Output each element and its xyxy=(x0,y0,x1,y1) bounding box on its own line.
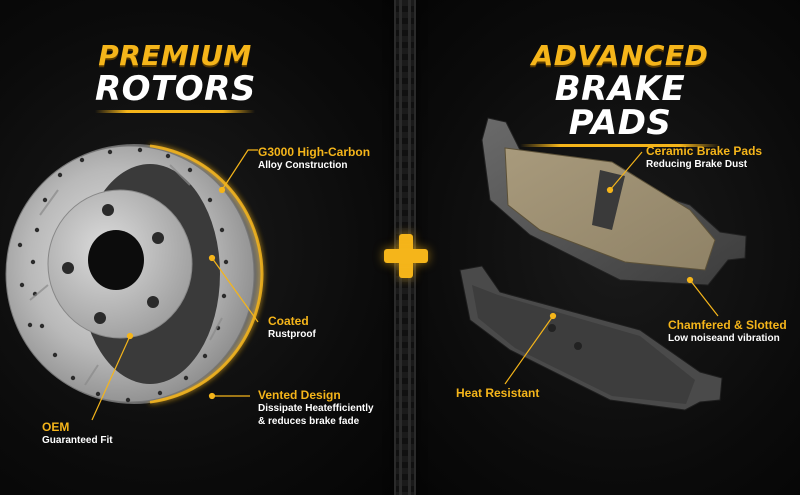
callout-subtitle: Rustproof xyxy=(268,329,316,340)
plus-icon xyxy=(384,234,428,278)
brake-pad-top xyxy=(481,117,747,286)
advanced-brake-pads-heading: ADVANCED BRAKE PADS xyxy=(520,42,720,147)
callout-title: Ceramic Brake Pads xyxy=(646,144,763,158)
heading-line2: BRAKE PADS xyxy=(554,69,686,143)
rotor xyxy=(5,144,264,404)
callout-title: Vented Design xyxy=(258,388,341,402)
callout-title: Coated xyxy=(268,314,309,328)
callout-title: Heat Resistant xyxy=(456,386,540,400)
heading-line1: ADVANCED xyxy=(531,39,709,72)
callout-high-carbon: G3000 High-Carbon Alloy Construction xyxy=(258,145,370,173)
heading-underline xyxy=(95,110,255,113)
callout-subtitle: Reducing Brake Dust xyxy=(646,159,748,170)
callout-heat-resistant: Heat Resistant xyxy=(456,386,539,401)
callout-coated: Coated Rustproof xyxy=(268,314,316,342)
callout-title: Chamfered & Slotted xyxy=(668,318,787,332)
heading-line1: PREMIUM xyxy=(98,39,252,72)
pad-callout-lines xyxy=(504,151,719,385)
callout-subtitle: Low noiseand vibration xyxy=(668,333,780,344)
callout-chamfered: Chamfered & Slotted Low noiseand vibrati… xyxy=(668,318,787,346)
callout-subtitle: Alloy Construction xyxy=(258,160,348,171)
callout-oem: OEM Guaranteed Fit xyxy=(42,420,113,448)
callout-subtitle-2: & reduces brake fade xyxy=(258,415,360,427)
rotor-callout-lines xyxy=(91,149,259,421)
callout-subtitle: Dissipate Heatefficiently xyxy=(258,403,374,414)
premium-rotors-heading: PREMIUM ROTORS xyxy=(95,42,255,113)
brake-pad-bottom xyxy=(459,265,723,411)
callout-title: G3000 High-Carbon xyxy=(258,145,371,159)
callout-title: OEM xyxy=(42,420,70,434)
heading-underline xyxy=(520,144,720,147)
callout-ceramic: Ceramic Brake Pads Reducing Brake Dust xyxy=(646,144,762,172)
heading-line2: ROTORS xyxy=(95,69,256,109)
callout-subtitle: Guaranteed Fit xyxy=(42,435,113,446)
callout-vented-design: Vented Design Dissipate Heatefficiently … xyxy=(258,388,374,428)
